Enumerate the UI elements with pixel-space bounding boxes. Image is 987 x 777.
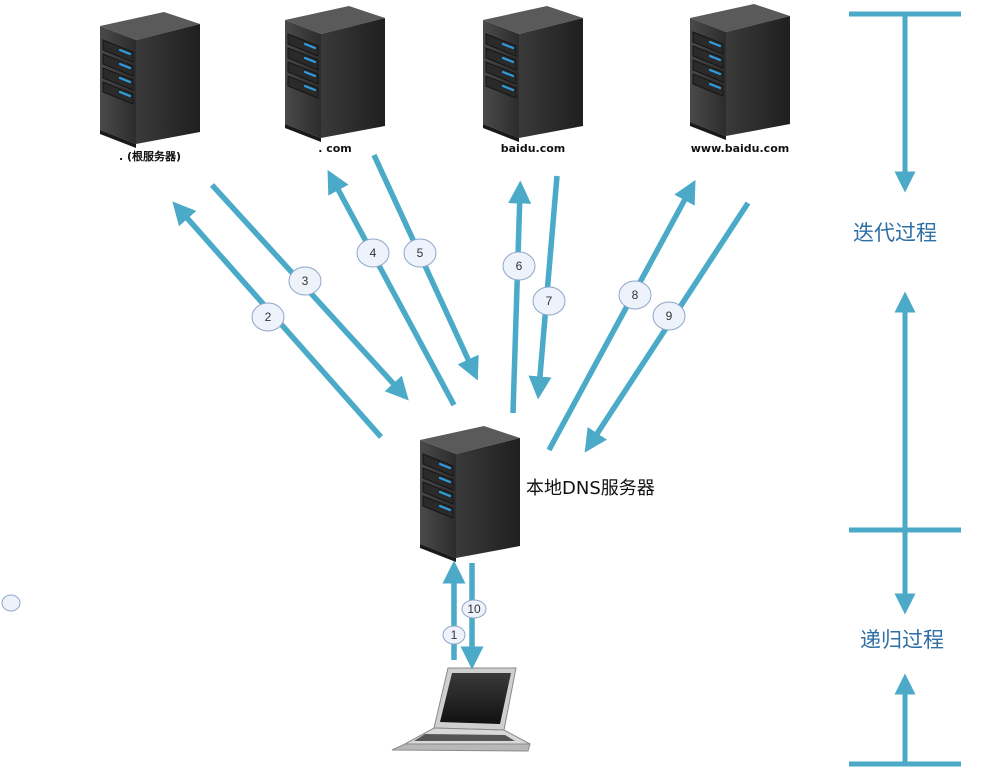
- step-number: 2: [265, 310, 272, 324]
- step-badge-8: 8: [618, 280, 652, 310]
- server-tower-icon: [98, 10, 202, 150]
- iterative-process-label: 迭代过程: [853, 221, 937, 245]
- empty-badge: [1, 594, 21, 612]
- root-server-label: . (根服务器): [119, 149, 181, 163]
- step-number: 6: [516, 259, 523, 273]
- www-server-label: www.baidu.com: [691, 142, 789, 155]
- step-number: 4: [370, 246, 377, 260]
- local-dns-server-label: 本地DNS服务器: [526, 478, 655, 499]
- arrow-step-6: [508, 180, 532, 414]
- server-tower-icon: [283, 4, 387, 144]
- recursive-process-label: 递归过程: [860, 628, 944, 652]
- step-number: 10: [467, 602, 481, 616]
- arrow-step-4: [327, 169, 457, 407]
- step-badge-2: 2: [251, 302, 285, 332]
- baidu-server-label: baidu.com: [501, 142, 566, 155]
- step-badge-7: 7: [532, 286, 566, 316]
- step-number: 5: [417, 246, 424, 260]
- step-badge-9: 9: [652, 301, 686, 331]
- com-server[interactable]: . com: [283, 4, 387, 155]
- arrow-step-7: [528, 175, 560, 400]
- laptop-icon[interactable]: [391, 667, 531, 752]
- step-badge-4: 4: [356, 238, 390, 268]
- server-tower-icon: [481, 4, 585, 144]
- arrow-step-8: [546, 179, 696, 452]
- step-badge-3: 3: [288, 266, 322, 296]
- server-tower-icon: [418, 424, 522, 564]
- root-server[interactable]: . (根服务器): [98, 10, 202, 163]
- step-badge-10: 10: [461, 599, 487, 619]
- step-number: 8: [632, 288, 639, 302]
- baidu-server[interactable]: baidu.com: [481, 4, 585, 155]
- step-badge-6: 6: [502, 251, 536, 281]
- www-server[interactable]: www.baidu.com: [688, 2, 792, 155]
- step-badge-1: 1: [442, 625, 466, 645]
- local-dns-server[interactable]: 本地DNS服务器: [418, 424, 655, 564]
- server-tower-icon: [688, 2, 792, 142]
- step-number: 3: [302, 274, 309, 288]
- step-number: 9: [666, 309, 673, 323]
- com-server-label: . com: [318, 142, 352, 155]
- step-number: 7: [546, 294, 553, 308]
- step-badge-5: 5: [403, 238, 437, 268]
- step-number: 1: [451, 628, 458, 642]
